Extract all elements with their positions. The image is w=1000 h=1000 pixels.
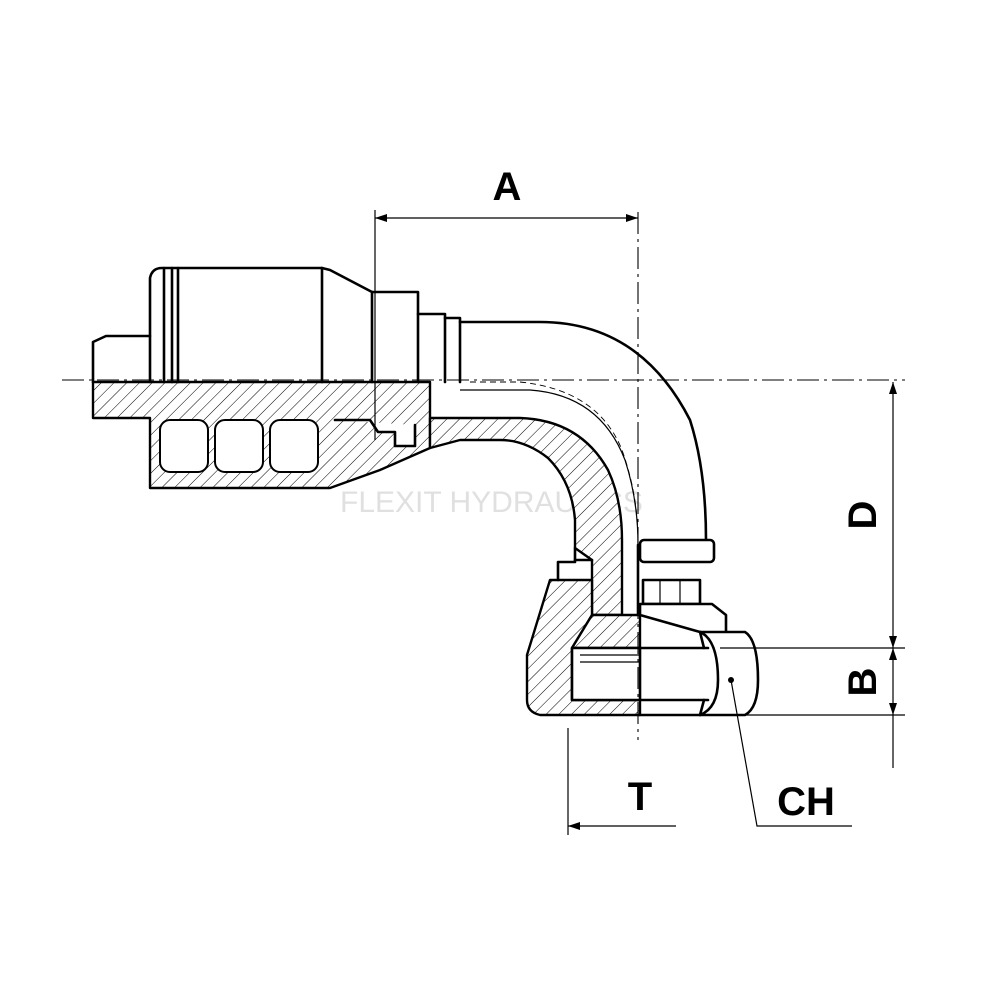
label-a: A xyxy=(493,165,522,209)
label-b: B xyxy=(841,668,885,697)
label-d: D xyxy=(841,501,885,530)
swivel-nut xyxy=(525,538,760,717)
ferrule-ridges xyxy=(159,418,417,473)
leader-ch xyxy=(730,679,852,827)
bent-tube xyxy=(428,320,708,617)
hose-end-upper xyxy=(91,266,462,384)
center-lines xyxy=(62,212,905,740)
dimension-a xyxy=(374,210,638,440)
label-t: T xyxy=(628,775,652,819)
dimension-d-b xyxy=(720,382,905,768)
dimension-t xyxy=(567,728,676,835)
hose-end-body xyxy=(91,266,462,490)
label-ch: CH xyxy=(777,780,835,824)
